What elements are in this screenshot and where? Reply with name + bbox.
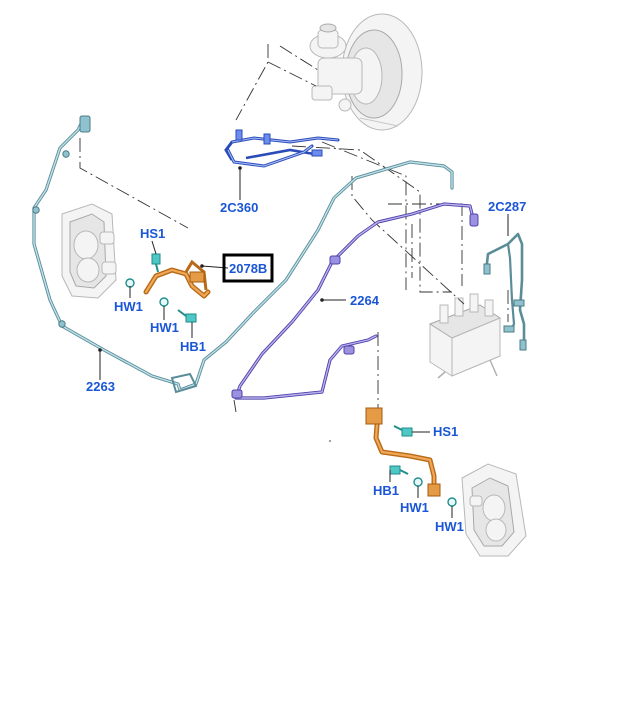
highlight-box-2078b [222, 253, 274, 283]
left-brake-caliper-icon [61, 203, 117, 299]
label-hs1-left: HS1 [140, 226, 165, 241]
right-brake-caliper-icon [461, 463, 527, 557]
label-hb1-right: HB1 [373, 483, 399, 498]
label-hs1-right: HS1 [433, 424, 458, 439]
label-hw1-right-b: HW1 [435, 519, 464, 534]
label-2078b: 2078B [229, 261, 267, 276]
washer-hw1-right-a-icon [413, 477, 423, 487]
label-hw1-right-a: HW1 [400, 500, 429, 515]
label-2c360: 2C360 [220, 200, 258, 215]
brake-booster-icon [309, 13, 423, 131]
brake-hose-2078b-left [143, 259, 211, 299]
fasteners [125, 253, 457, 507]
leader-lines [98, 166, 509, 518]
reference-lines [79, 44, 509, 442]
brake-line-2c360 [224, 129, 340, 168]
brake-line-2263 [32, 115, 454, 394]
label-hw1-left-b: HW1 [150, 320, 179, 335]
bolt-hs1-right-icon [393, 425, 413, 437]
label-2264: 2264 [350, 293, 380, 308]
washer-hw1-right-b-icon [447, 497, 457, 507]
brake-hose-right [365, 407, 441, 497]
label-hb1-left: HB1 [180, 339, 206, 354]
abs-module-icon [428, 293, 502, 379]
bolt-hb1-left-icon [177, 309, 197, 323]
brake-line-2264 [231, 202, 479, 400]
label-2c287: 2C287 [488, 199, 526, 214]
callout-labels: HS1 2078B HW1 HW1 HB1 2C360 2C287 2264 2… [86, 199, 526, 534]
label-2263: 2263 [86, 379, 115, 394]
brake-line-2c287 [483, 232, 527, 351]
label-hw1-left-a: HW1 [114, 299, 143, 314]
washer-hw1-left-a-icon [125, 278, 135, 288]
bolt-hb1-right-icon [389, 465, 409, 475]
washer-hw1-left-b-icon [159, 297, 169, 307]
bolt-hs1-left-icon [151, 253, 161, 273]
